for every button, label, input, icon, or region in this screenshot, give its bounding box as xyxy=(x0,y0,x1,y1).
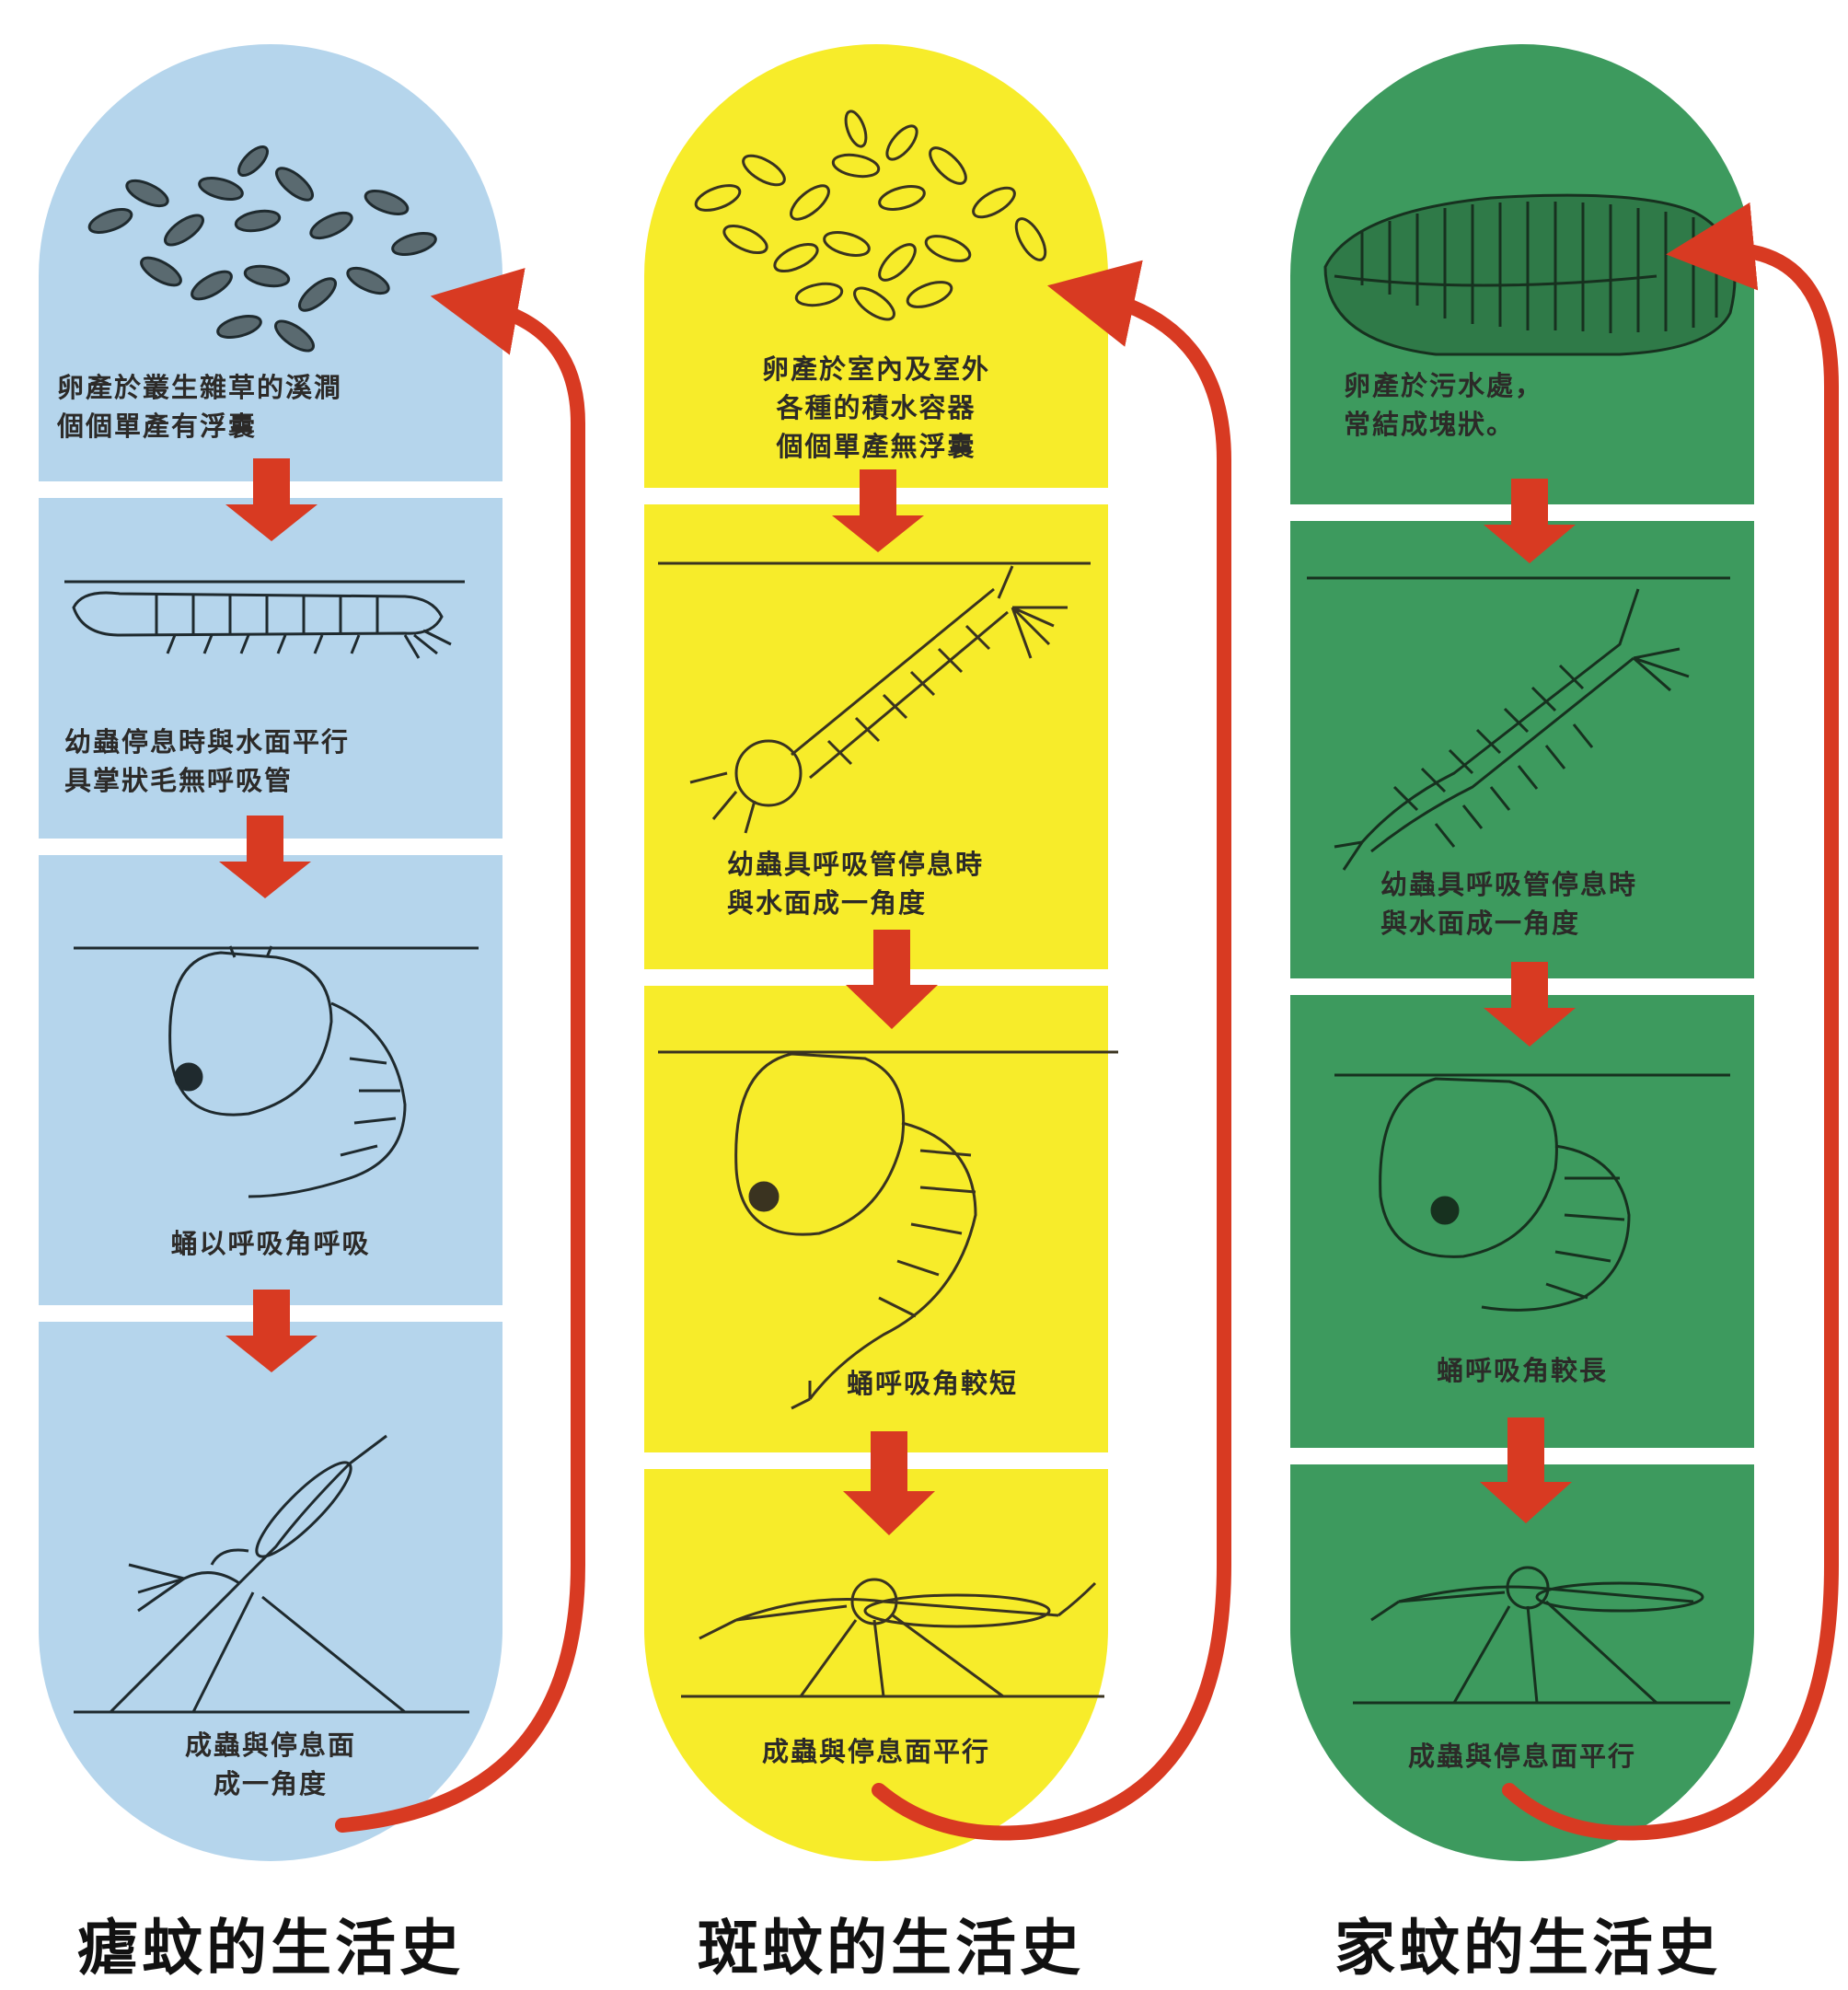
stage-caption-eggs: 卵產於室內及室外 各種的積水容器 個個單產無浮囊 xyxy=(644,350,1108,466)
stage-caption-adult: 成蟲與停息面 成一角度 xyxy=(39,1726,502,1803)
stage-caption-adult: 成蟲與停息面平行 xyxy=(1290,1737,1754,1776)
column-culex xyxy=(1290,44,1831,1861)
stage-caption-pupa: 蛹以呼吸角呼吸 xyxy=(39,1224,502,1263)
column-title-culex: 家蚊的生活史 xyxy=(1270,1899,1785,1987)
stage-caption-eggs: 卵產於污水處， 常結成塊狀。 xyxy=(1344,366,1739,444)
column-title-anopheles: 瘧蚊的生活史 xyxy=(13,1899,528,1987)
column-anopheles-background xyxy=(39,44,502,1861)
stage-caption-pupa: 蛹呼吸角較長 xyxy=(1290,1351,1754,1390)
stage-caption-eggs: 卵產於叢生雜草的溪澗 個個單產有浮囊 xyxy=(57,368,490,445)
stage-caption-pupa: 蛹呼吸角較短 xyxy=(847,1364,1123,1403)
egg-raft-illustration xyxy=(1325,195,1735,354)
column-title-aedes: 斑蚊的生活史 xyxy=(633,1899,1149,1987)
stage-caption-adult: 成蟲與停息面平行 xyxy=(644,1732,1108,1771)
column-anopheles xyxy=(39,44,578,1861)
column-aedes xyxy=(644,44,1224,1861)
stage-caption-larva: 幼蟲具呼吸管停息時 與水面成一角度 xyxy=(727,845,1123,922)
stage-caption-larva: 幼蟲具呼吸管停息時 與水面成一角度 xyxy=(1380,865,1749,943)
stage-caption-larva: 幼蟲停息時與水面平行 具掌狀毛無呼吸管 xyxy=(64,723,497,800)
